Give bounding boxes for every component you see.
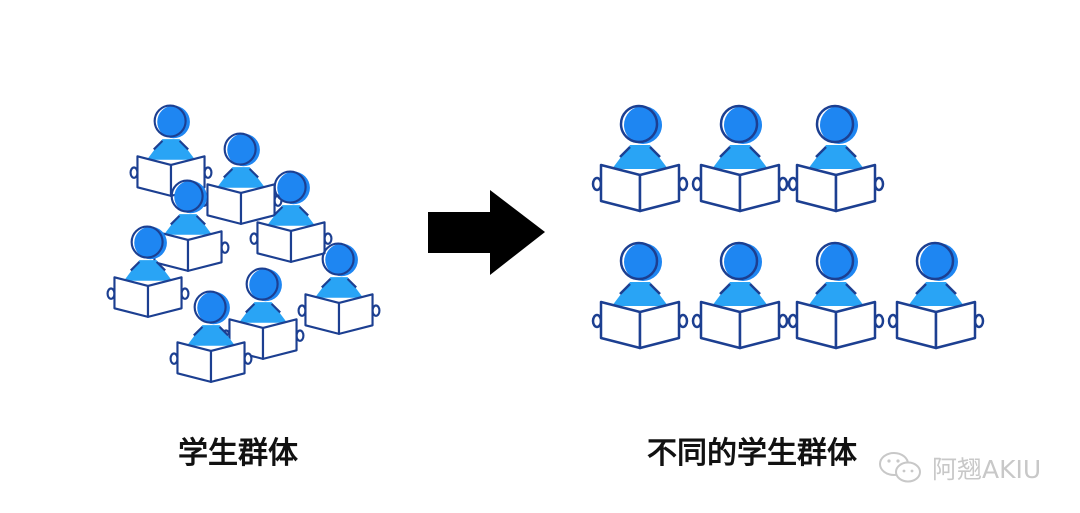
arrow-icon	[428, 190, 545, 275]
watermark-text: 阿翘AKIU	[932, 455, 1042, 484]
student-icon	[591, 104, 689, 213]
right-group-label: 不同的学生群体	[647, 436, 857, 471]
right-student-group	[591, 104, 985, 350]
wechat-icon	[879, 452, 921, 483]
student-icon	[691, 104, 789, 213]
student-icon	[199, 132, 283, 225]
watermark: 阿翘AKIU	[878, 450, 1041, 486]
student-icon	[129, 104, 213, 197]
student-icon	[591, 241, 689, 350]
student-icon	[691, 241, 789, 350]
left-group-label: 学生群体	[178, 436, 298, 471]
left-student-group	[106, 104, 381, 383]
student-icon	[887, 241, 985, 350]
student-icon	[787, 241, 885, 350]
student-icon	[787, 104, 885, 213]
